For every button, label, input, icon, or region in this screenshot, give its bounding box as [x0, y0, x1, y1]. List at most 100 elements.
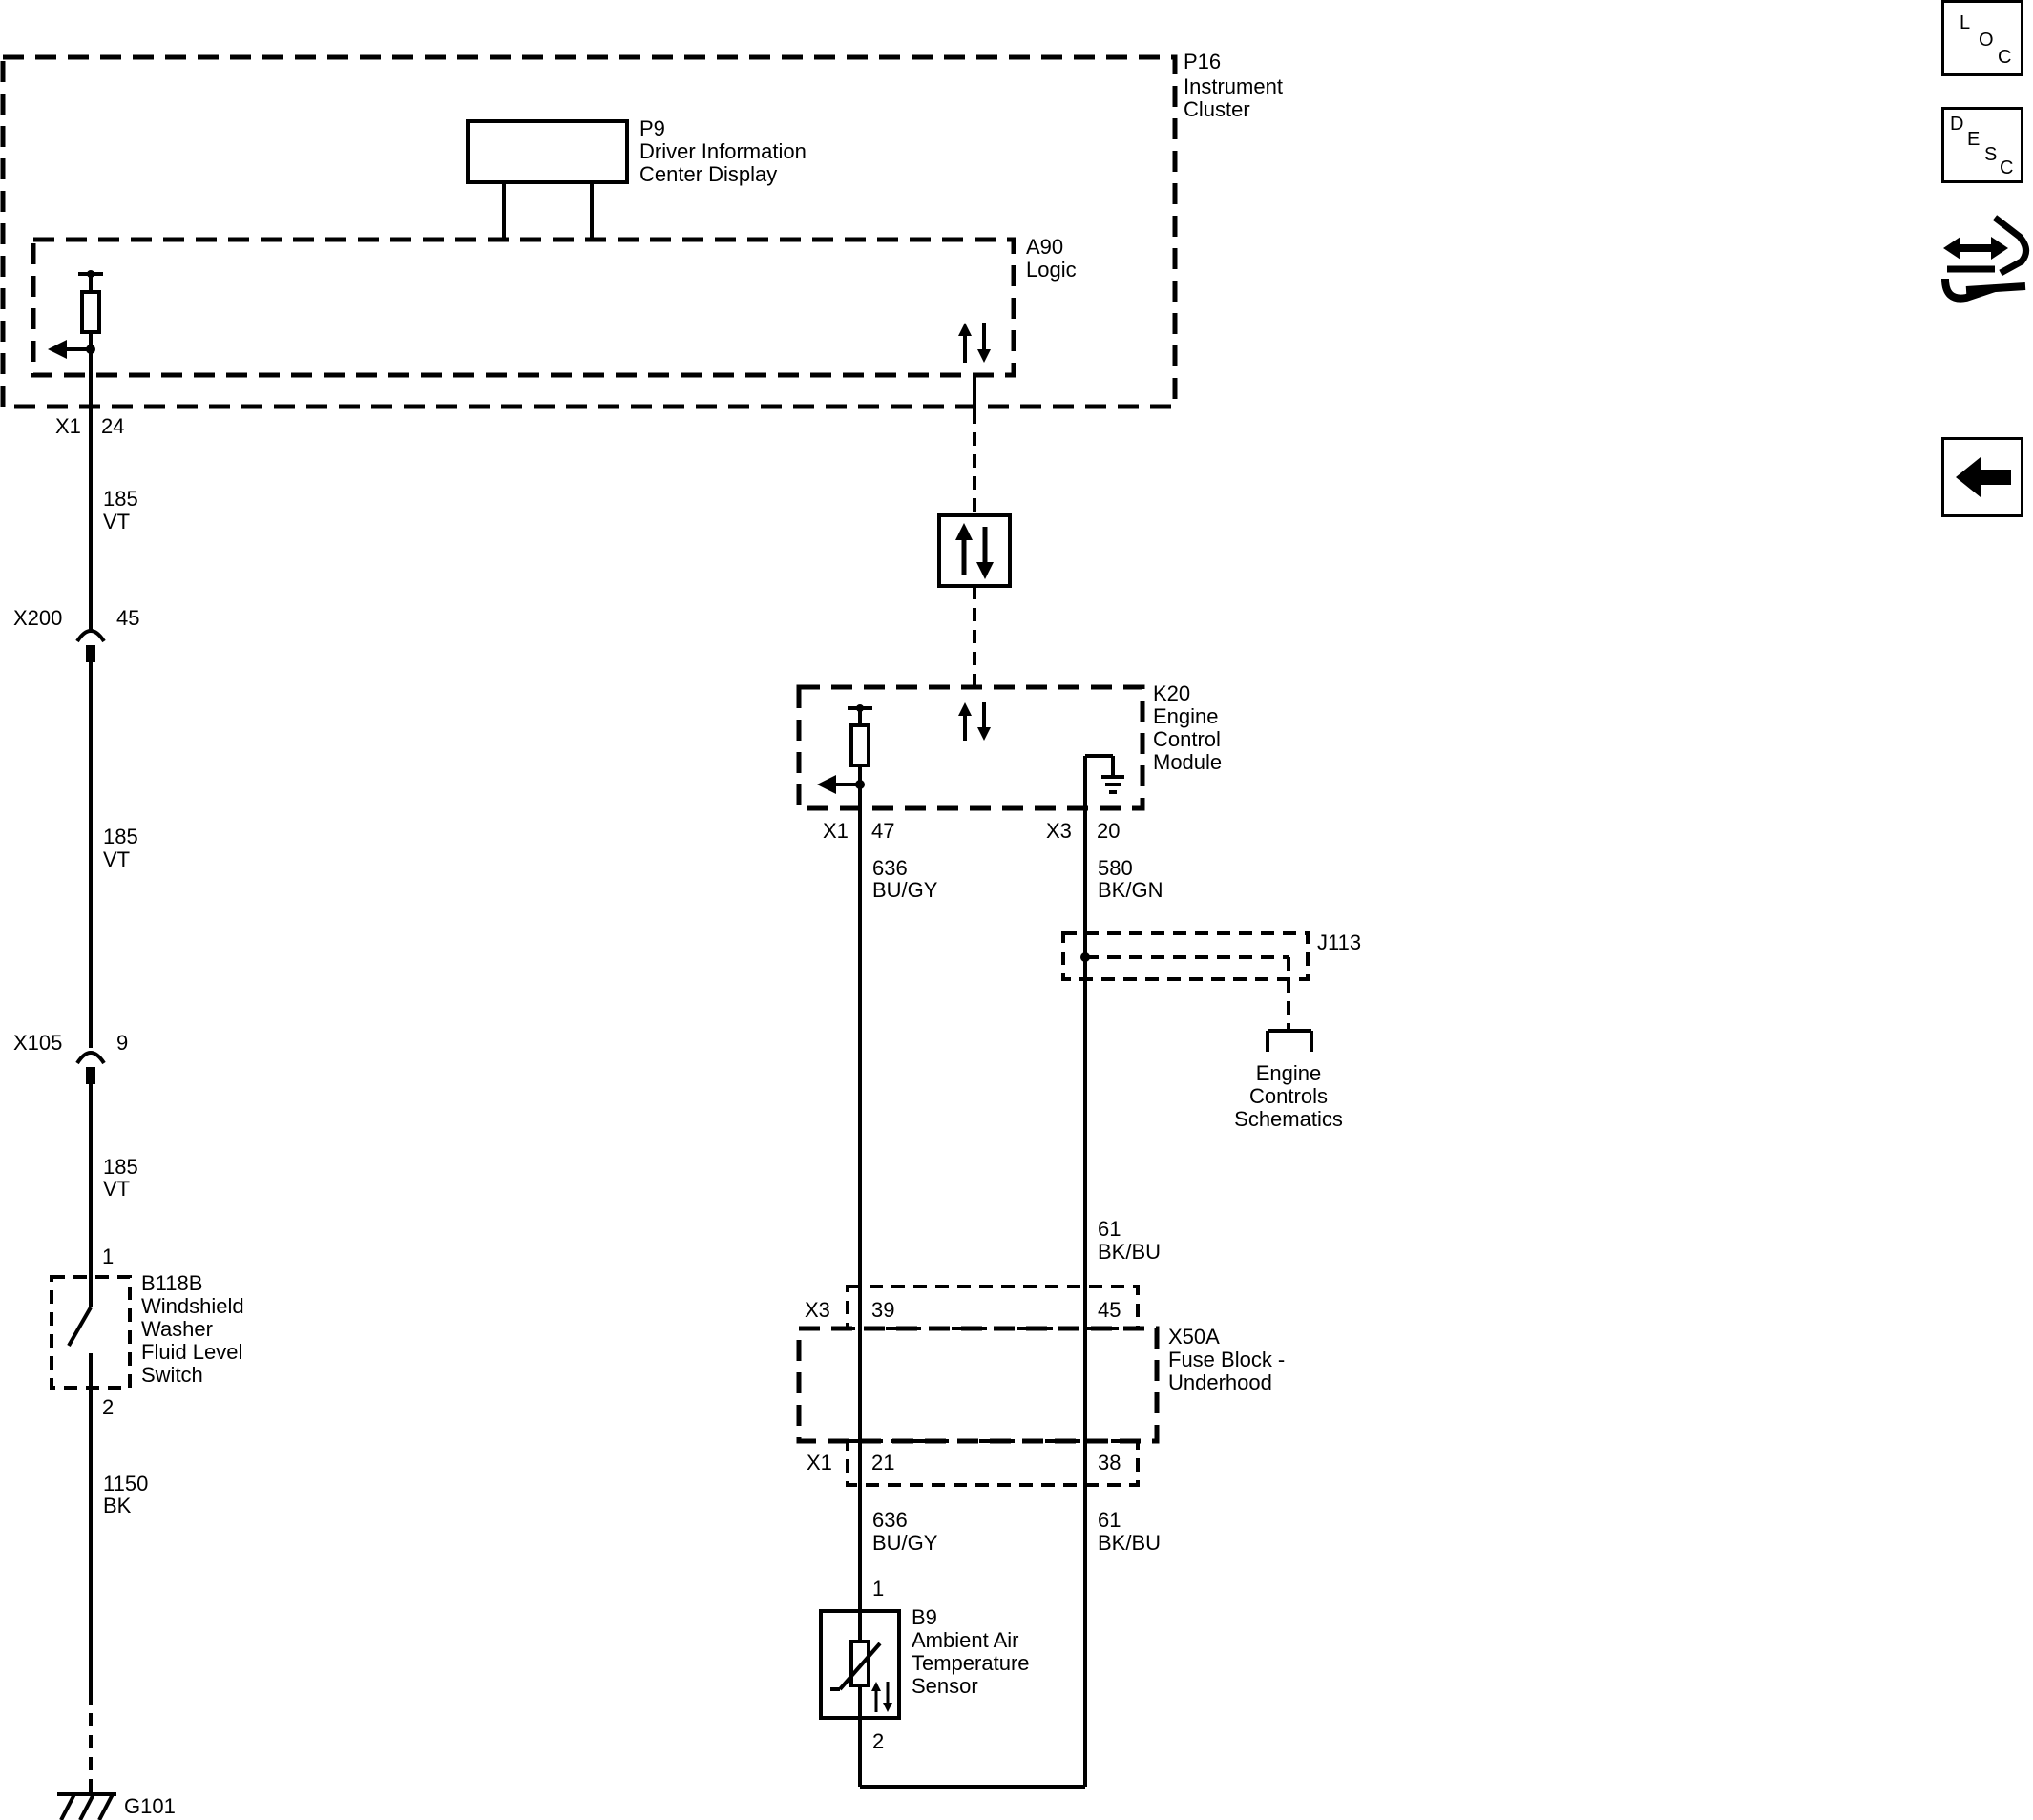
x200-pin: 45 — [116, 606, 139, 630]
a90-logic-box — [31, 237, 1016, 378]
wire-185-c-color: VT — [103, 1177, 130, 1201]
desc-letter-e: E — [1967, 129, 1981, 150]
engine-controls-name-3[interactable]: Schematics — [1234, 1107, 1343, 1131]
serial-data-box — [937, 513, 1012, 588]
engine-controls-link-icon[interactable] — [1266, 1029, 1313, 1052]
loc-letter-c: C — [1998, 47, 2012, 68]
x50a-x3-conn: X3 — [805, 1298, 830, 1322]
wire-636-b-color: BU/GY — [872, 1531, 938, 1555]
b9-ref: B9 — [912, 1605, 937, 1629]
engine-controls-name-1[interactable]: Engine — [1256, 1061, 1322, 1085]
k20-x3-conn: X3 — [1046, 819, 1072, 843]
p16-instrument-cluster-box — [0, 54, 1178, 409]
wire-1150-color: BK — [103, 1494, 132, 1517]
wire-580-color: BK/GN — [1098, 878, 1163, 902]
wire-61-b-circuit: 61 — [1098, 1508, 1121, 1532]
wire-580-circuit: 580 — [1098, 856, 1133, 880]
x50a-x3-pin-right: 45 — [1098, 1298, 1121, 1322]
g101-ref: G101 — [124, 1794, 176, 1818]
x50a-ref: X50A — [1168, 1325, 1220, 1349]
b118b-name-2: Washer — [141, 1317, 213, 1341]
j113-splice-dot — [1080, 952, 1090, 962]
x105-connector — [75, 1051, 106, 1084]
x50a-name-2: Underhood — [1168, 1370, 1272, 1394]
p9-name-2: Center Display — [639, 162, 777, 186]
b118b-switch-contact-icon — [67, 1277, 93, 1388]
b9-name-1: Ambient Air — [912, 1628, 1019, 1652]
b9-name-2: Temperature — [912, 1651, 1030, 1675]
p16-name-1: Instrument — [1184, 74, 1283, 98]
wire-185-b-color: VT — [103, 847, 130, 871]
wire-61-b-color: BK/BU — [1098, 1531, 1161, 1555]
p16-ref: P16 — [1184, 50, 1221, 73]
x50a-x1-conn: X1 — [807, 1451, 832, 1475]
a90-name-1: Logic — [1026, 258, 1077, 282]
j113-ref: J113 — [1317, 931, 1361, 954]
engine-controls-name-2[interactable]: Controls — [1249, 1084, 1328, 1108]
b118b-ref: B118B — [141, 1271, 202, 1295]
loc-button[interactable]: L O C — [1941, 0, 2023, 76]
b9-name-3: Sensor — [912, 1674, 978, 1698]
wire-61-a-color: BK/BU — [1098, 1240, 1161, 1264]
x50a-x1-pin-left: 21 — [871, 1451, 894, 1475]
k20-ground-icon — [1085, 754, 1124, 794]
a90-pullup-resistor — [48, 270, 103, 359]
x105-conn: X105 — [13, 1031, 62, 1055]
k20-name-2: Control — [1153, 727, 1221, 751]
k20-data-arrows-icon — [958, 702, 991, 741]
wire-1150-circuit: 1150 — [103, 1472, 148, 1496]
x50a-name-1: Fuse Block - — [1168, 1348, 1285, 1371]
desc-letter-s: S — [1984, 144, 1998, 165]
wire-185-c-circuit: 185 — [103, 1155, 138, 1179]
x200-conn: X200 — [13, 606, 62, 630]
loc-letter-l: L — [1960, 12, 1971, 33]
k20-ecm-box — [796, 684, 1145, 811]
x50a-x3-pin-left: 39 — [871, 1298, 894, 1322]
wire-185-b-circuit: 185 — [103, 825, 138, 848]
k20-pullup-resistor — [817, 704, 872, 794]
back-button[interactable] — [1941, 437, 2023, 517]
b9-pin2: 2 — [872, 1729, 884, 1753]
x200-connector — [75, 629, 106, 662]
k20-name-1: Engine — [1153, 704, 1219, 728]
k20-name-3: Module — [1153, 750, 1222, 774]
wire-185-a-color: VT — [103, 510, 130, 533]
p16-x1-conn: X1 — [55, 414, 81, 438]
j113-splice-box — [1061, 931, 1310, 981]
wire-636-b-circuit: 636 — [872, 1508, 908, 1532]
desc-letter-c: C — [2000, 157, 2014, 178]
p9-ref: P9 — [639, 116, 665, 140]
x105-pin: 9 — [116, 1031, 128, 1055]
x50a-x1-connector-box — [846, 1439, 1140, 1487]
k20-x1-conn: X1 — [823, 819, 849, 843]
p16-x1-pin: 24 — [101, 414, 124, 438]
thermistor-icon — [830, 1611, 892, 1718]
wire-185-a-circuit: 185 — [103, 487, 138, 511]
a90-ref: A90 — [1026, 235, 1063, 259]
wire-636-a-color: BU/GY — [872, 878, 938, 902]
wire-636-a-circuit: 636 — [872, 856, 908, 880]
b118b-pin1: 1 — [102, 1245, 114, 1268]
k20-x1-pin: 47 — [871, 819, 894, 843]
p16-name-2: Cluster — [1184, 97, 1250, 121]
desc-letter-d: D — [1950, 114, 1964, 135]
desc-button[interactable]: D E S C — [1941, 107, 2023, 183]
k20-ref: K20 — [1153, 681, 1190, 705]
connector-repair-icon[interactable] — [1938, 210, 2033, 309]
x50a-x3-connector-box — [846, 1285, 1140, 1330]
b118b-name-3: Fluid Level — [141, 1340, 242, 1364]
b118b-pin2: 2 — [102, 1395, 114, 1419]
b118b-name-1: Windshield — [141, 1294, 244, 1318]
x50a-x1-pin-right: 38 — [1098, 1451, 1121, 1475]
loc-letter-o: O — [1979, 30, 1994, 51]
b9-pin1: 1 — [872, 1577, 884, 1600]
back-arrow-icon — [1956, 457, 2011, 497]
wire-61-a-circuit: 61 — [1098, 1217, 1121, 1241]
g101-ground-icon — [57, 1792, 116, 1820]
k20-x3-pin: 20 — [1097, 819, 1120, 843]
a90-data-arrows-icon — [958, 323, 991, 363]
serial-data-arrows-icon — [955, 523, 994, 579]
b118b-name-4: Switch — [141, 1363, 203, 1387]
